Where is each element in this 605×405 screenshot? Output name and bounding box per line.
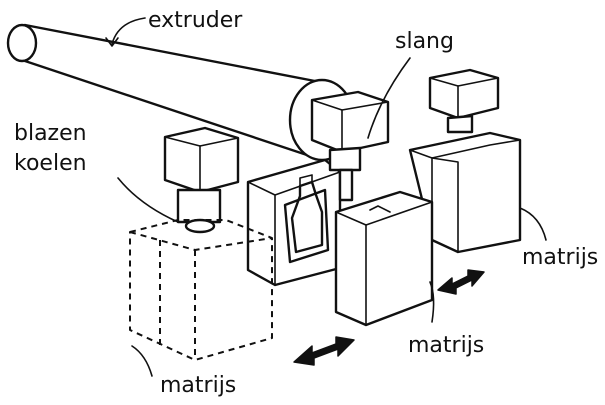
leader-matrijs-middle <box>429 281 435 323</box>
matrijs-middle-mold <box>334 190 434 327</box>
leader-matrijs-left <box>131 345 153 377</box>
label-matrijs-right: matrijs <box>522 245 598 270</box>
label-slang: slang <box>395 29 454 54</box>
arrow-middle-mold <box>293 336 355 366</box>
label-extruder: extruder <box>148 8 243 33</box>
leader-matrijs-right <box>519 207 547 241</box>
arrow-right-mold <box>437 269 485 295</box>
leader-extruder-arrowhead <box>105 37 119 47</box>
label-koelen: koelen <box>14 151 87 176</box>
matrijs-left-mold-dashed <box>129 219 273 361</box>
extrusion-head-right <box>428 68 500 134</box>
extrusion-head-left <box>163 126 240 234</box>
label-blazen: blazen <box>14 121 87 146</box>
label-matrijs-left: matrijs <box>160 373 236 398</box>
leader-slang <box>367 57 411 139</box>
leader-blazen-koelen <box>117 177 179 223</box>
open-mold-with-bottle <box>246 158 342 287</box>
leader-extruder <box>111 17 146 45</box>
matrijs-right-mold <box>408 131 522 254</box>
label-matrijs-middle: matrijs <box>408 333 484 358</box>
